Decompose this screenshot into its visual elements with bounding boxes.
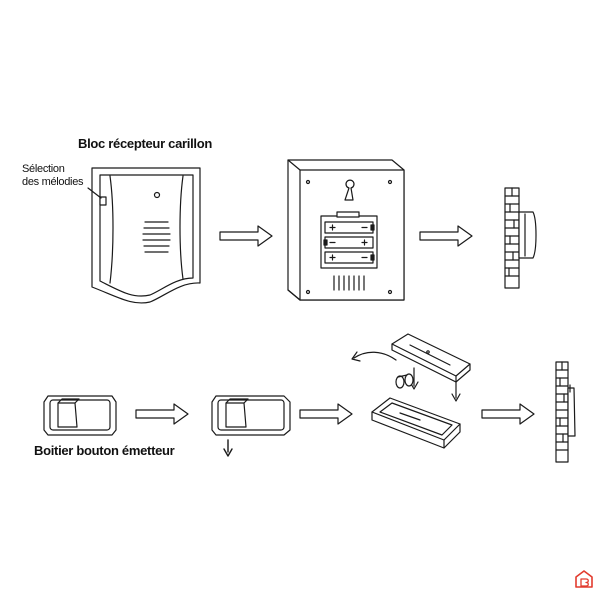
arrow-down-icon (451, 381, 461, 402)
receiver-chime-front (87, 167, 201, 304)
arrow-right-icon (299, 403, 353, 425)
melody-selection-label-line1: Sélection (22, 163, 65, 175)
house-logo-icon (575, 570, 593, 588)
battery-icon (323, 236, 374, 249)
wall-mounted-transmitter (555, 361, 576, 463)
transmitter-button-open (211, 395, 291, 457)
curved-arrow-icon (353, 351, 397, 361)
battery-icon (324, 221, 375, 234)
transmitter-button-front (43, 395, 117, 436)
keyhole-mount-icon (344, 179, 355, 201)
transmitter-title: Boitier bouton émetteur (34, 443, 175, 458)
battery-icon (395, 373, 414, 389)
melody-selector-button (99, 196, 107, 206)
arrow-right-icon (135, 403, 189, 425)
melody-selection-leader (87, 187, 102, 199)
arrow-right-icon (481, 403, 535, 425)
arrow-right-icon (219, 225, 273, 247)
battery-icon (324, 251, 375, 264)
transmitter-exploded-view (351, 333, 471, 449)
receiver-title: Bloc récepteur carillon (78, 136, 212, 151)
arrow-down-icon (223, 439, 233, 457)
arrow-right-icon (419, 225, 473, 247)
receiver-chime-back (287, 159, 405, 301)
melody-selection-label-line2: des mélodies (22, 176, 84, 188)
wall-mounted-receiver (504, 187, 537, 289)
